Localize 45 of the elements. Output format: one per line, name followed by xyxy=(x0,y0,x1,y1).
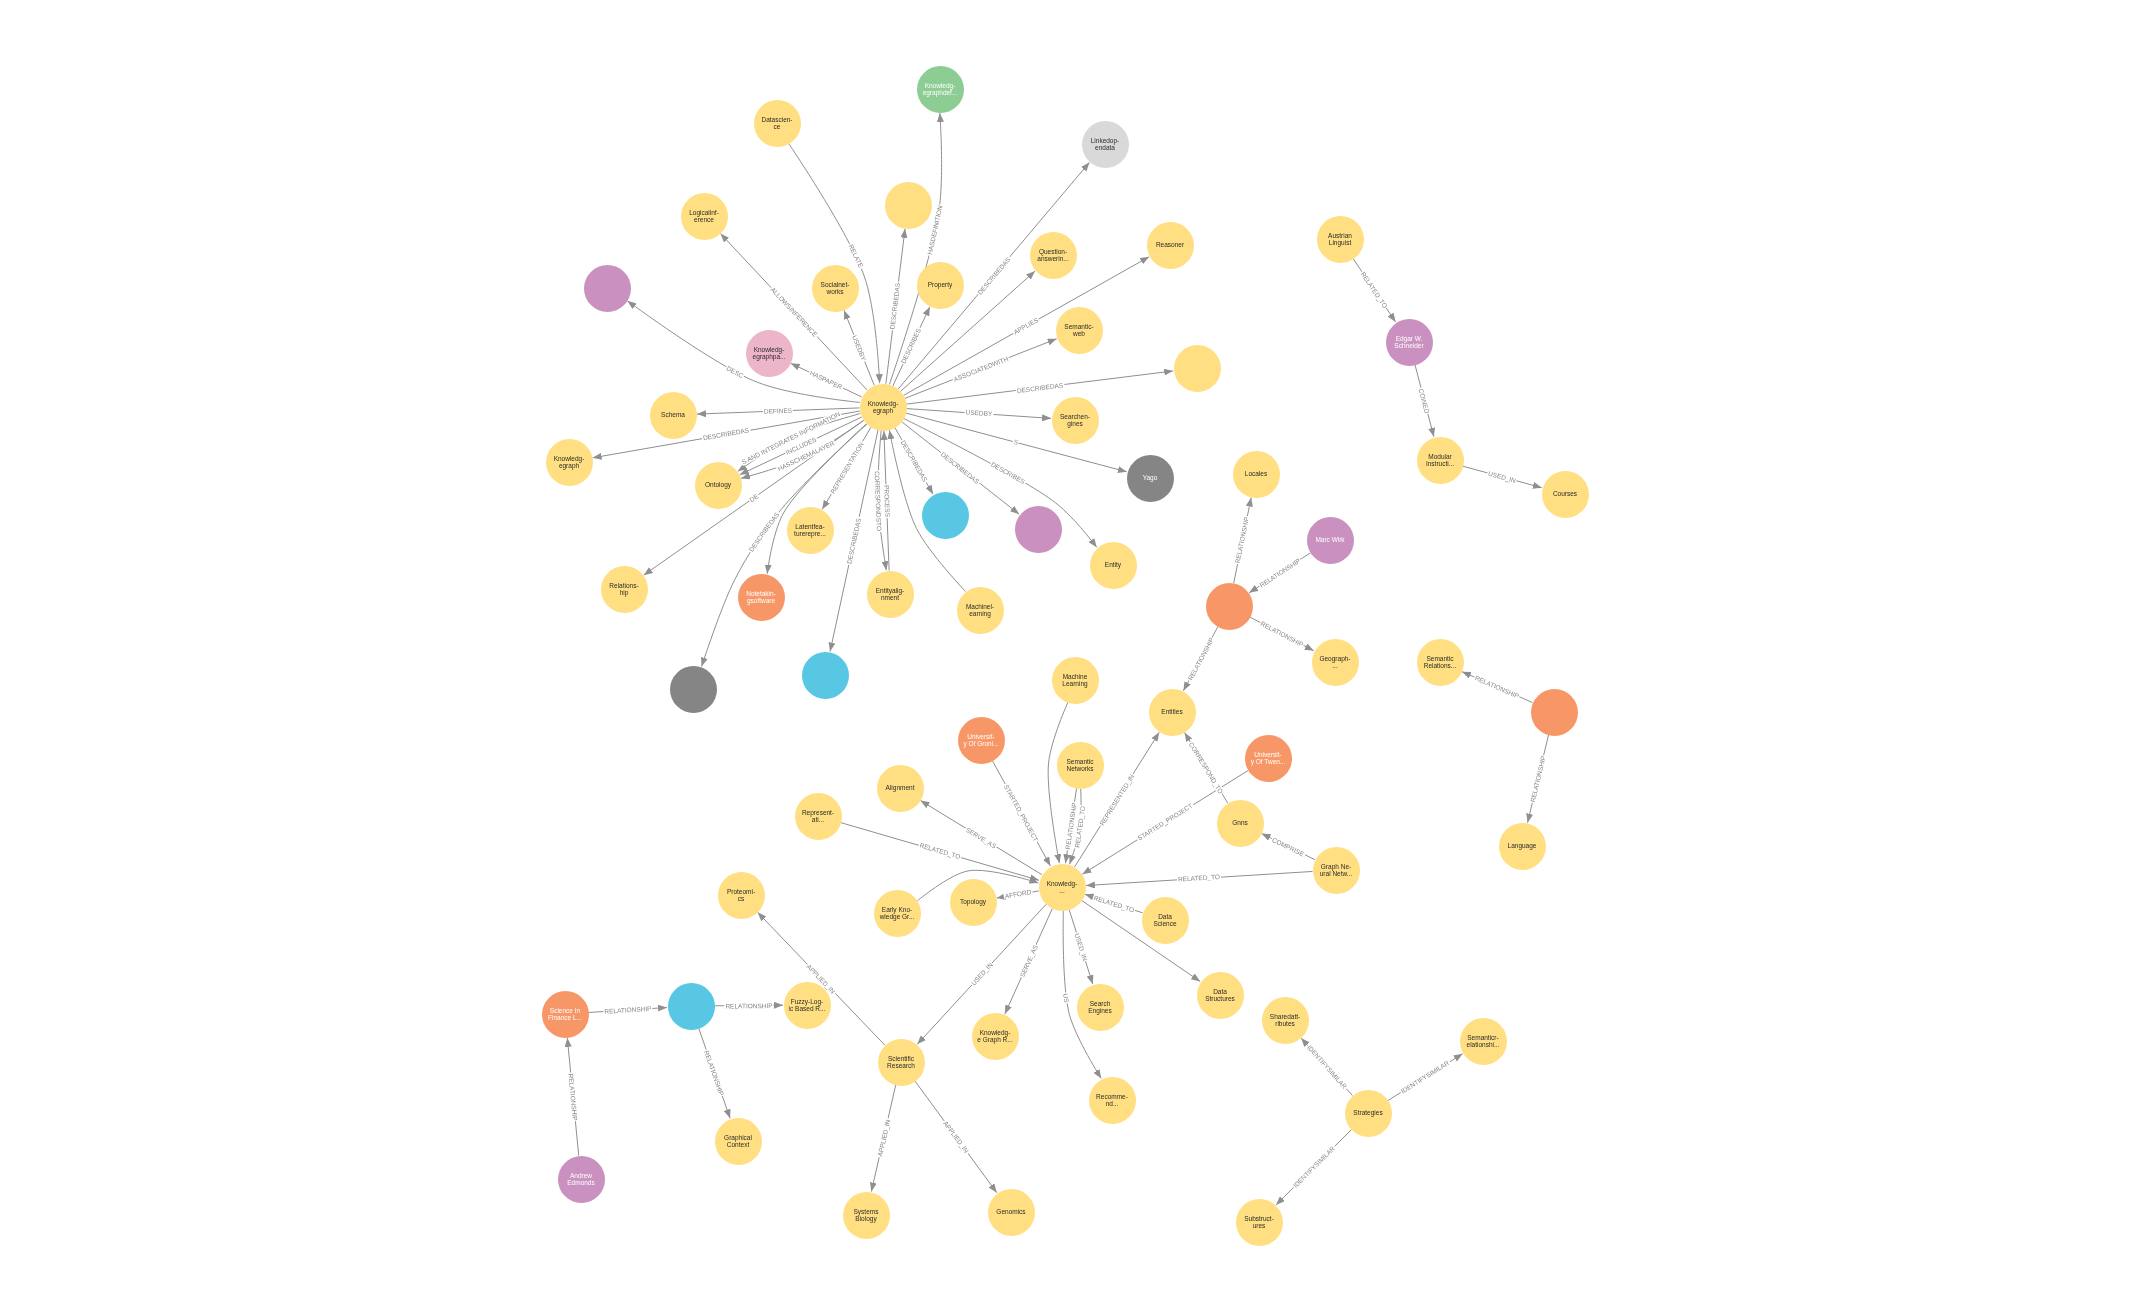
node-circle xyxy=(1014,505,1062,553)
node-circle xyxy=(1081,120,1129,168)
node-circle xyxy=(1196,971,1244,1019)
node-circle xyxy=(859,383,907,431)
node-circle xyxy=(1311,638,1359,686)
node-circle xyxy=(1235,1198,1283,1246)
arrow xyxy=(764,423,868,575)
node-circle xyxy=(1148,688,1196,736)
node-circle xyxy=(714,1117,762,1165)
node-circle xyxy=(971,1012,1019,1060)
node-circle xyxy=(1146,221,1194,269)
node-circle xyxy=(949,878,997,926)
arrow xyxy=(902,256,1150,396)
node-circle xyxy=(786,506,834,554)
arrow xyxy=(887,429,967,592)
node-circle xyxy=(987,1188,1035,1236)
node-circle xyxy=(1141,896,1189,944)
node-circle xyxy=(1385,318,1433,366)
node-circle xyxy=(956,586,1004,634)
node-circle xyxy=(737,573,785,621)
node-circle xyxy=(1076,983,1124,1031)
node-circle xyxy=(1312,846,1360,894)
arrow xyxy=(905,412,1128,473)
node-circle xyxy=(1029,231,1077,279)
node-circle xyxy=(1216,799,1264,847)
node-circle xyxy=(1038,863,1086,911)
node-circle xyxy=(669,665,717,713)
arrow xyxy=(626,300,861,403)
arrow xyxy=(1047,701,1069,864)
arrow xyxy=(1080,899,1201,982)
node-circle xyxy=(1055,306,1103,354)
node-circle xyxy=(1344,1089,1392,1137)
arrow xyxy=(1062,909,1102,1079)
node-circle xyxy=(1088,1076,1136,1124)
arrow xyxy=(900,270,1036,392)
node-circle xyxy=(916,261,964,309)
node-circle xyxy=(921,491,969,539)
node-circle xyxy=(1089,541,1137,589)
arrow xyxy=(916,869,1039,902)
node-circle xyxy=(1530,688,1578,736)
node-circle xyxy=(1244,734,1292,782)
node-circle xyxy=(1306,516,1354,564)
arrow xyxy=(788,142,883,384)
node-circle xyxy=(1459,1017,1507,1065)
node-circle xyxy=(877,1038,925,1086)
